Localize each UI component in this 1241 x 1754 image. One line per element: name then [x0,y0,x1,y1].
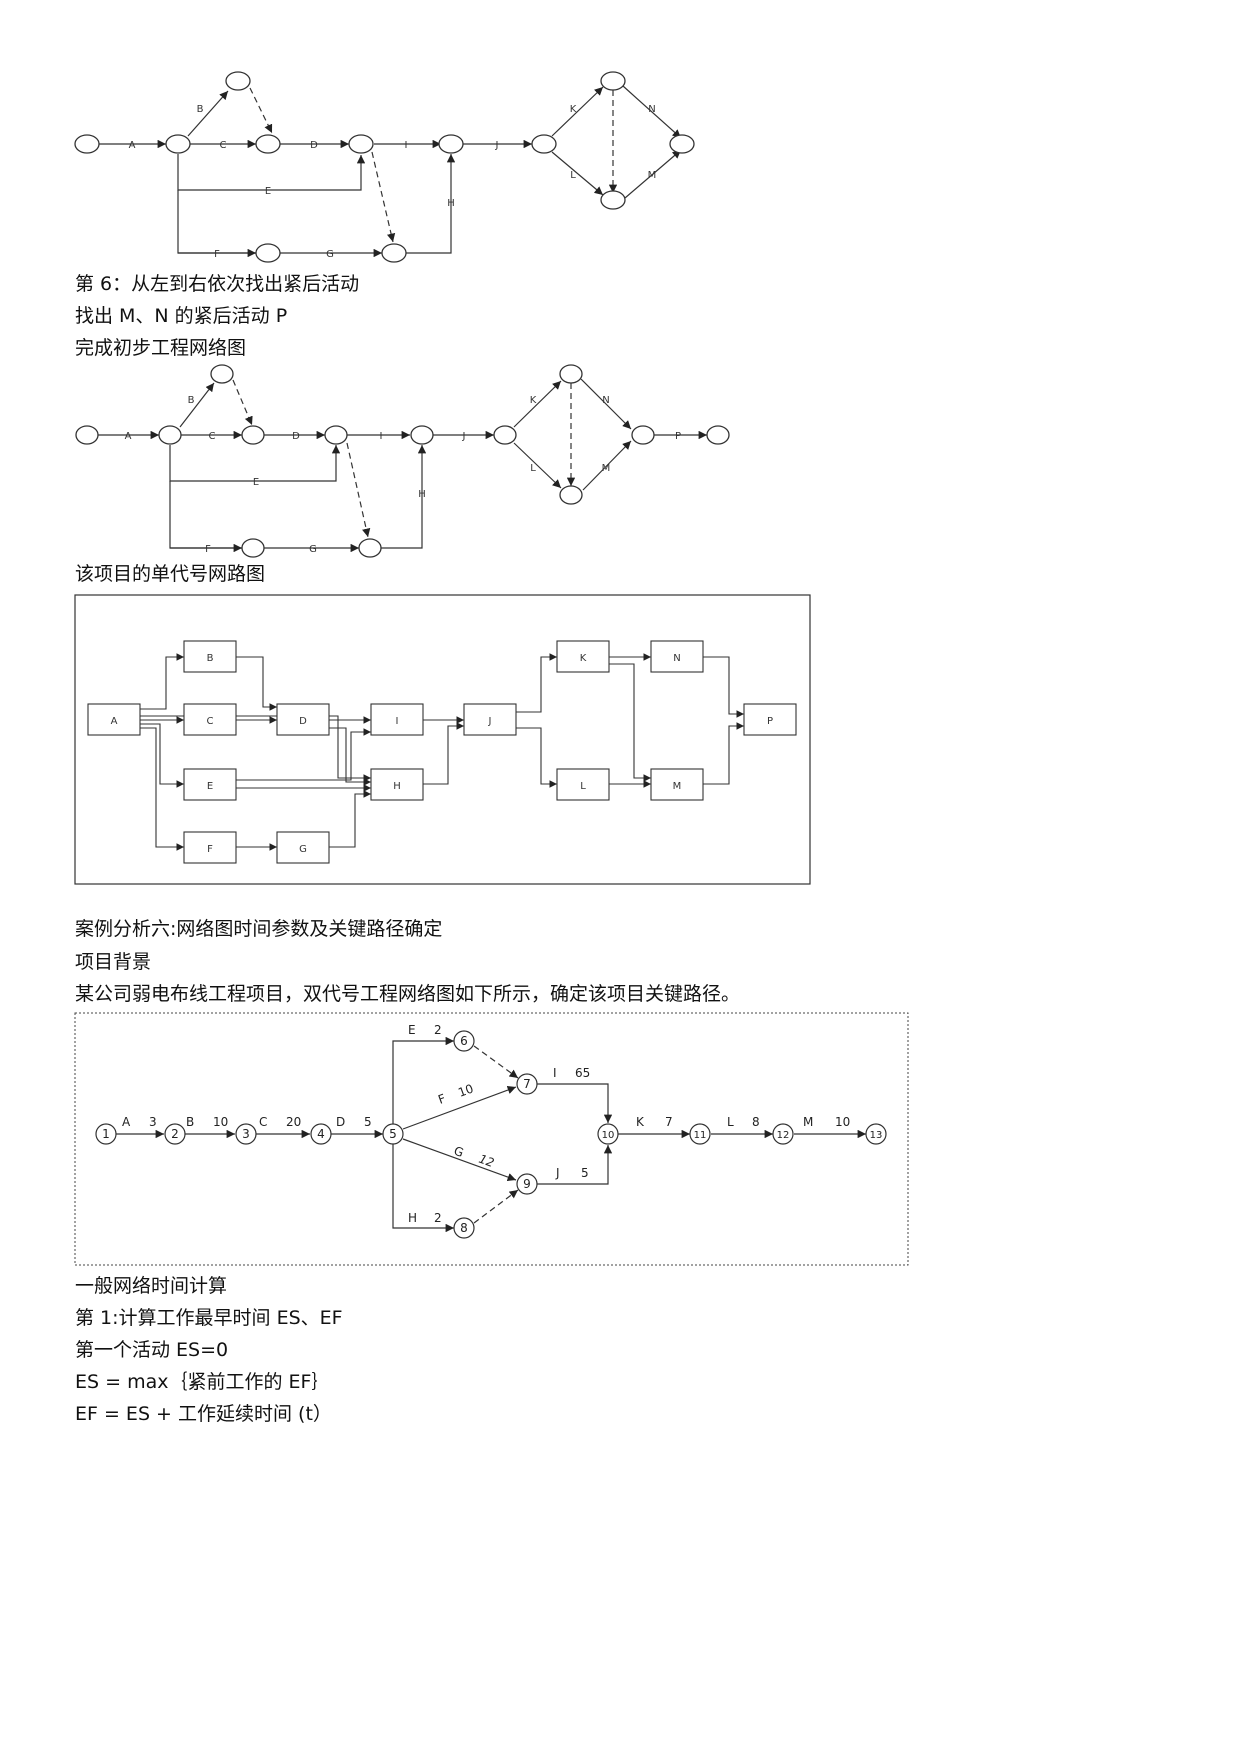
activity-name: J [555,1166,560,1180]
activity-label: A [125,431,132,442]
box-label-c: C [207,716,214,727]
activity-name: H [408,1211,417,1225]
box-label-j: J [488,716,492,727]
background-heading: 项目背景 [75,951,152,973]
activity-label: K [530,395,537,406]
activity-label: M [602,463,611,474]
activity-name: D [336,1115,345,1129]
activity-label: G [326,249,334,260]
step6-text: 第 6：从左到右依次找出紧后活动 [75,273,360,295]
activity-label: I [405,140,408,151]
find-p-text: 找出 M、N 的紧后活动 P [75,305,288,327]
node-number: 4 [317,1127,325,1141]
node-number: 10 [602,1130,615,1141]
network-diagram-3: A B C D E F G H I J K L M N P [74,594,811,885]
activity-name: L [727,1115,734,1129]
activity-label: I [380,431,383,442]
activity-label: E [265,186,271,197]
network-diagram-2: A B C D E F G H I J K L M N P [75,364,730,558]
activity-label: G [309,544,317,555]
node-number: 1 [102,1127,110,1141]
activity-label: A [129,140,136,151]
activity-label: N [602,395,609,406]
box-label-f: F [207,844,213,855]
activity-duration: 10 [835,1115,850,1129]
activity-name: K [636,1115,645,1129]
activity-duration: 2 [434,1023,442,1037]
activity-duration: 65 [575,1066,590,1080]
activity-duration: 3 [149,1115,157,1129]
activity-duration: 5 [364,1115,372,1129]
activity-duration: 10 [213,1115,228,1129]
box-label-e: E [207,781,213,792]
node-number: 9 [523,1177,531,1191]
activity-label: P [675,431,681,442]
activity-duration: 5 [581,1166,589,1180]
box-label-k: K [580,653,587,664]
node-number: 7 [523,1077,531,1091]
box-label-b: B [207,653,214,664]
box-label-g: G [299,844,307,855]
es-formula: ES = max｛紧前工作的 EF｝ [75,1371,331,1393]
box-label-a: A [111,716,118,727]
node-number: 8 [460,1221,468,1235]
node-number: 12 [777,1130,790,1141]
activity-name: G [452,1144,466,1160]
general-calc-heading: 一般网络时间计算 [75,1275,228,1297]
activity-duration: 2 [434,1211,442,1225]
activity-duration: 20 [286,1115,301,1129]
activity-label: C [220,140,227,151]
node-number: 3 [242,1127,250,1141]
box-label-i: I [396,716,399,727]
case-title: 案例分析六:网络图时间参数及关键路径确定 [75,918,443,940]
activity-label: L [570,170,576,181]
activity-label: E [253,477,259,488]
activity-name: A [122,1115,131,1129]
activity-label: M [648,170,657,181]
ef-formula: EF = ES + 工作延续时间 (t） [75,1403,332,1425]
activity-duration: 7 [665,1115,673,1129]
activity-label: D [310,140,318,151]
box-label-p: P [767,716,773,727]
activity-label: J [495,140,499,151]
activity-label: F [205,544,211,555]
activity-label: D [292,431,300,442]
node-number: 5 [389,1127,397,1141]
activity-label: B [188,395,195,406]
activity-label: H [447,198,455,209]
node-number: 13 [870,1130,883,1141]
node-number: 6 [460,1034,468,1048]
activity-label: L [530,463,536,474]
activity-name: I [553,1066,557,1080]
box-label-d: D [299,716,307,727]
node-number: 11 [694,1130,707,1141]
activity-label: H [418,489,426,500]
first-activity-text: 第一个活动 ES=0 [75,1339,229,1361]
box-label-l: L [580,781,586,792]
activity-label: C [209,431,216,442]
activity-label: N [648,104,655,115]
step1-text: 第 1:计算工作最早时间 ES、EF [75,1307,343,1329]
box-label-n: N [673,653,680,664]
activity-duration: 10 [456,1081,475,1099]
node-number: 2 [171,1127,179,1141]
activity-duration: 12 [477,1152,496,1170]
activity-duration: 8 [752,1115,760,1129]
complete-text: 完成初步工程网络图 [75,337,247,359]
intro-text: 某公司弱电布线工程项目，双代号工程网络图如下所示，确定该项目关键路径。 [75,983,741,1005]
box-label-m: M [673,781,682,792]
single-code-title: 该项目的单代号网路图 [75,563,266,585]
activity-name: E [408,1023,416,1037]
activity-name: M [803,1115,813,1129]
activity-name: F [436,1091,447,1107]
network-diagram-4: 1 2 3 4 5 6 7 8 9 10 11 12 13 A 3 B 10 C… [74,1012,909,1266]
activity-name: B [186,1115,194,1129]
activity-label: K [570,104,577,115]
network-diagram-1: A B C D E F G H I J K L M N [74,71,695,263]
activity-label: F [214,249,220,260]
activity-label: J [462,431,466,442]
box-label-h: H [393,781,401,792]
activity-name: C [259,1115,267,1129]
activity-label: B [197,104,204,115]
